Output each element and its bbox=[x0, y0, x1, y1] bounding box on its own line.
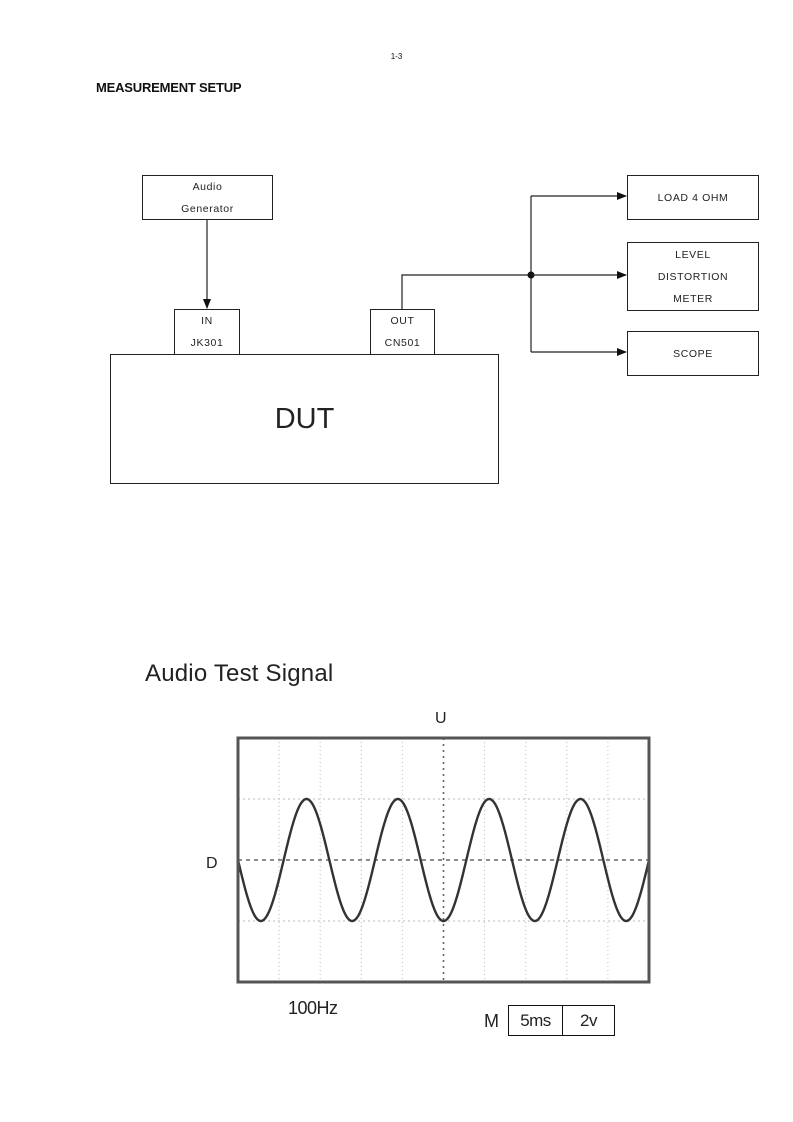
mode-label: M bbox=[484, 1011, 499, 1031]
dut-box: DUT bbox=[110, 354, 499, 484]
scope-settings-box: 5ms 2v bbox=[508, 1005, 615, 1036]
wire-out-to-junction bbox=[401, 274, 531, 309]
audio-generator-line-2: Generator bbox=[181, 202, 234, 215]
timebase-value: 5ms bbox=[509, 1006, 563, 1035]
output-port-label: OUT bbox=[390, 315, 415, 327]
output-port-box: OUT CN501 bbox=[370, 309, 435, 355]
page-number: 1-3 bbox=[390, 52, 403, 61]
distortion-meter-box: LEVEL DISTORTION METER bbox=[627, 242, 759, 311]
baseline-label: D bbox=[206, 855, 218, 872]
load-label: LOAD 4 OHM bbox=[657, 191, 729, 204]
voltage-axis-label: U bbox=[435, 710, 447, 727]
meter-line-1: LEVEL bbox=[675, 248, 711, 261]
scope-box: SCOPE bbox=[627, 331, 759, 376]
load-box: LOAD 4 OHM bbox=[627, 175, 759, 220]
meter-line-3: METER bbox=[673, 292, 713, 305]
audio-generator-line-1: Audio bbox=[192, 180, 223, 193]
section-heading: MEASUREMENT SETUP bbox=[96, 80, 242, 95]
sine-waveform bbox=[236, 797, 651, 923]
input-port-box: IN JK301 bbox=[174, 309, 240, 355]
voltage-div-value: 2v bbox=[580, 1010, 597, 1030]
scope-frame bbox=[236, 736, 651, 984]
meter-line-2: DISTORTION bbox=[657, 270, 729, 283]
scope-box-label: SCOPE bbox=[673, 347, 713, 360]
frequency-label: 100Hz bbox=[288, 998, 338, 1018]
output-port-id: CN501 bbox=[384, 337, 421, 349]
scope-title: Audio Test Signal bbox=[145, 660, 334, 687]
input-port-id: JK301 bbox=[190, 337, 224, 349]
wiring-diagram bbox=[203, 192, 627, 356]
dut-label: DUT bbox=[274, 403, 335, 435]
audio-generator-box: Audio Generator bbox=[142, 175, 273, 220]
input-port-label: IN bbox=[201, 315, 213, 327]
